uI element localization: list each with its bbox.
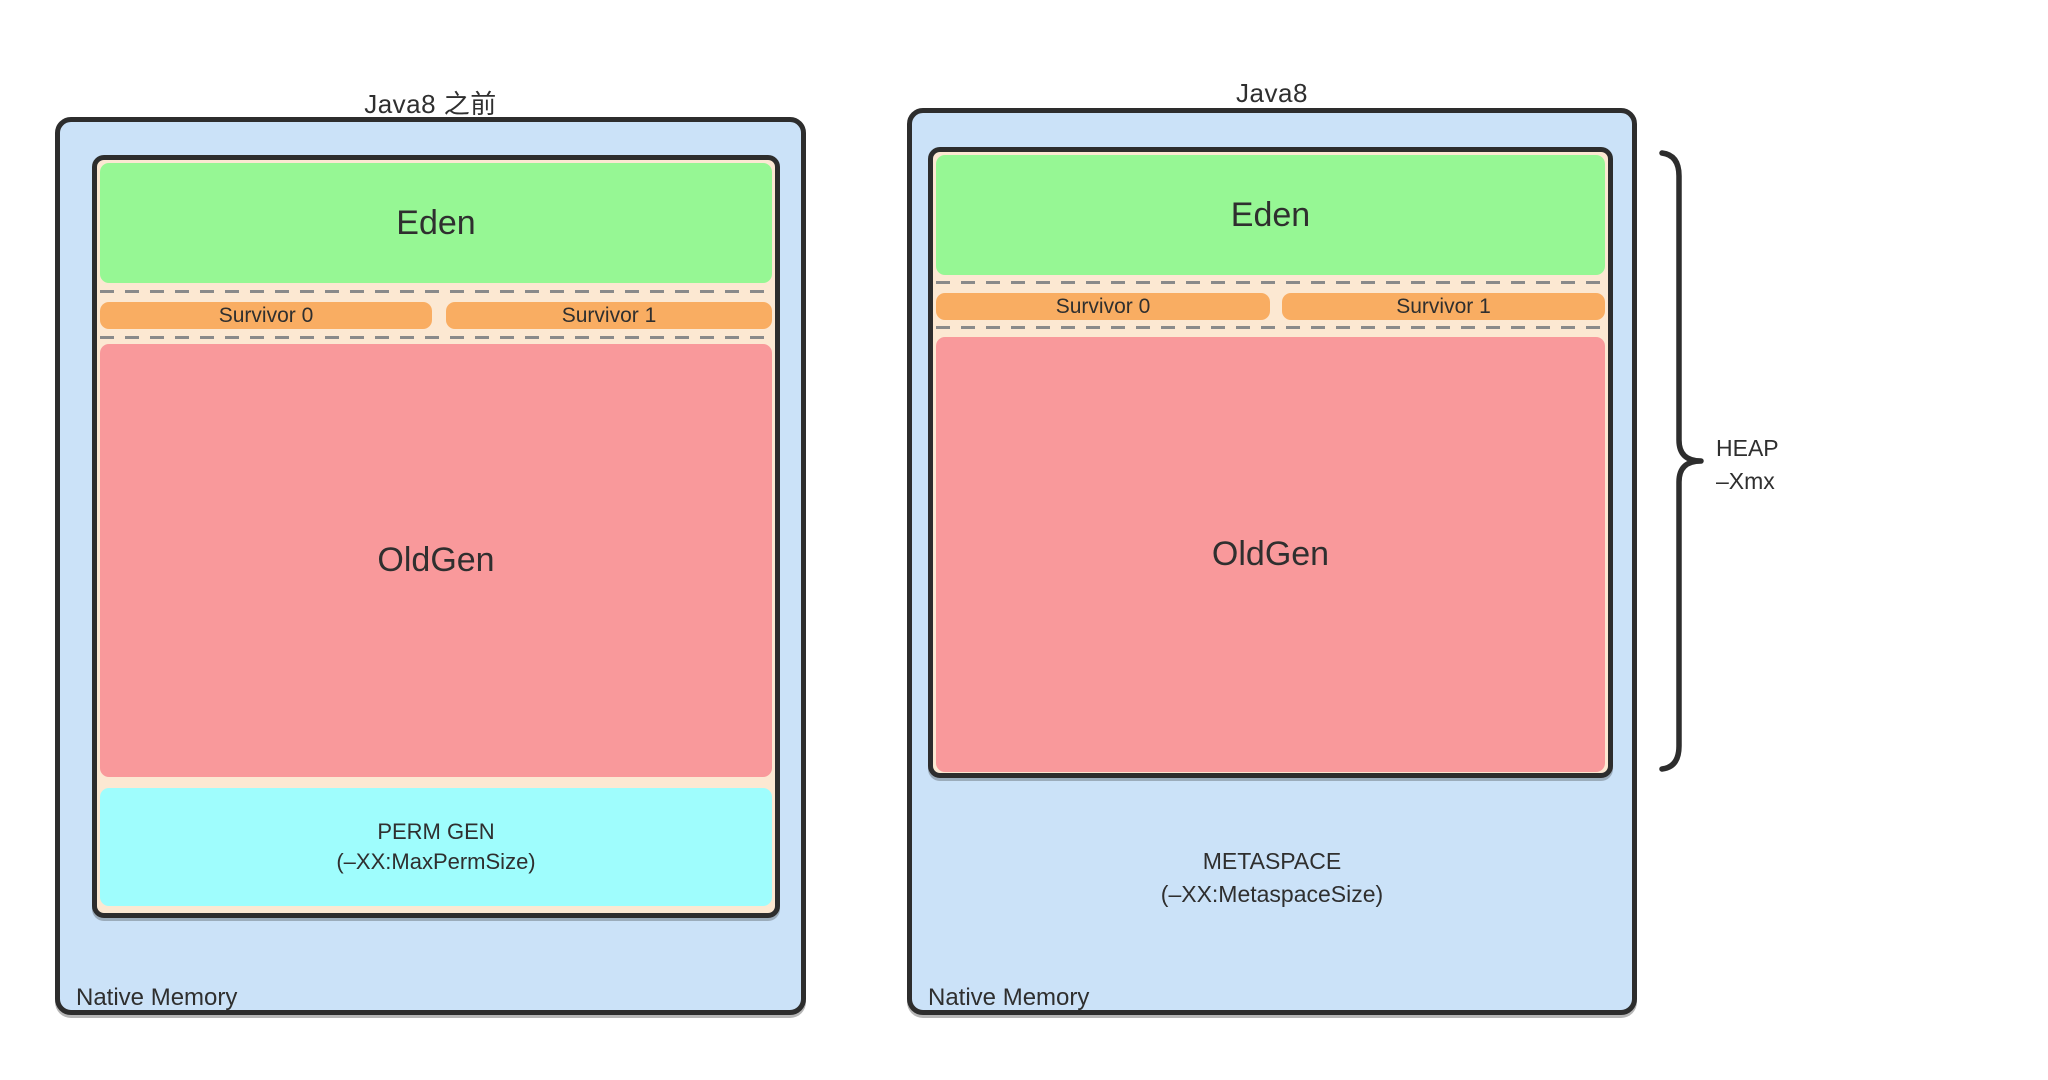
- java8-oldgen-region: OldGen: [936, 337, 1605, 772]
- pre-java8-permgen-flag: (–XX:MaxPermSize): [336, 849, 536, 874]
- java8-survivor1-label: Survivor 1: [1396, 294, 1491, 318]
- java8-survivor0-label: Survivor 0: [1055, 294, 1151, 318]
- heap-brace-icon: [1659, 150, 1704, 772]
- heap-brace-label: HEAP –Xmx: [1716, 432, 1779, 498]
- pre-java8-survivor0-label: Survivor 0: [218, 303, 314, 327]
- pre-java8-dashed-divider-bottom: [100, 336, 772, 339]
- java8-dashed-divider-bottom: [936, 326, 1605, 329]
- pre-java8-title: Java8 之前: [364, 89, 497, 119]
- heap-brace-label-xmx: –Xmx: [1716, 468, 1775, 494]
- java8-dashed-divider-top: [936, 281, 1605, 284]
- java8-metaspace-flag: (–XX:MetaspaceSize): [1160, 881, 1384, 907]
- pre-java8-survivor1-region: Survivor 1: [446, 302, 772, 329]
- pre-java8-survivor1-label: Survivor 1: [561, 303, 657, 327]
- pre-java8-oldgen-region: OldGen: [100, 344, 772, 777]
- pre-java8-oldgen-label: OldGen: [377, 541, 495, 579]
- pre-java8-permgen-region: PERM GEN (–XX:MaxPermSize): [100, 788, 772, 906]
- pre-java8-native-memory-label: Native Memory: [76, 984, 238, 1011]
- heap-brace-label-heap: HEAP: [1716, 435, 1779, 461]
- pre-java8-permgen-label: PERM GEN: [377, 819, 495, 844]
- java8-eden-region: Eden: [936, 155, 1605, 275]
- pre-java8-survivor0-region: Survivor 0: [100, 302, 432, 329]
- java8-oldgen-label: OldGen: [1211, 535, 1330, 573]
- java8-metaspace-label: METASPACE (–XX:MetaspaceSize): [907, 845, 1637, 911]
- java8-native-memory-label: Native Memory: [928, 984, 1090, 1011]
- java8-eden-label: Eden: [1230, 195, 1311, 234]
- pre-java8-eden-label: Eden: [396, 203, 476, 242]
- java8-metaspace-title: METASPACE: [1202, 848, 1342, 874]
- pre-java8-eden-region: Eden: [100, 163, 772, 283]
- java8-title: Java8: [1236, 78, 1308, 108]
- pre-java8-dashed-divider-top: [100, 290, 772, 293]
- java8-survivor0-region: Survivor 0: [936, 293, 1270, 320]
- java8-survivor1-region: Survivor 1: [1282, 293, 1605, 320]
